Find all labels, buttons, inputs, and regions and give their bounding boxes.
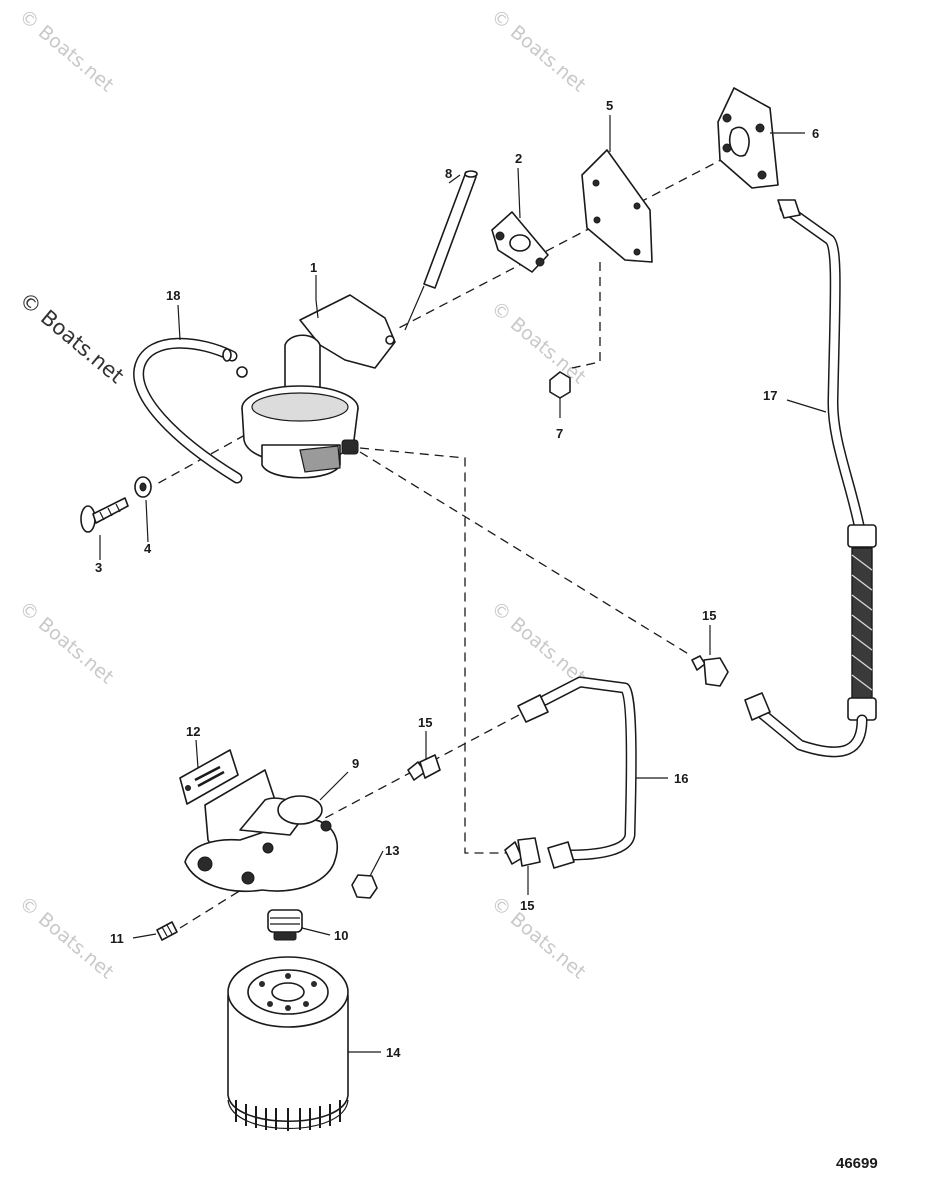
callout-14: 14 [386,1045,401,1060]
watermark: © Boats.net [15,892,118,983]
part-15-fitting-lower[interactable] [504,837,541,867]
callout-16: 16 [674,771,688,786]
callout-3: 3 [95,560,102,575]
part-6-gasket[interactable] [717,87,779,189]
callout-6: 6 [812,126,819,141]
watermark: © Boats.net [15,5,118,96]
part-5-plate[interactable] [581,149,653,263]
part-8-vent-tube[interactable] [404,170,478,331]
callout-11: 11 [110,931,124,946]
callout-18: 18 [166,288,180,303]
watermark-dark: © Boats.net [15,287,129,388]
part-12-tag[interactable] [179,749,239,805]
callout-2: 2 [515,151,522,166]
part-13-plug[interactable] [351,874,378,899]
callouts: 1 2 3 4 5 6 7 8 9 10 11 12 13 14 15 15 1… [95,98,819,1060]
watermark: © Boats.net [487,597,590,688]
drawing-number: 46699 [836,1155,878,1172]
watermark: © Boats.net [15,597,118,688]
callout-15-upper: 15 [702,608,716,623]
callout-15-middle: 15 [418,715,432,730]
part-4-washer[interactable] [134,476,152,498]
callout-7: 7 [556,426,563,441]
callout-17: 17 [763,388,777,403]
callout-5: 5 [606,98,613,113]
watermark: © Boats.net [487,892,590,983]
part-2-gasket[interactable] [491,211,549,273]
callout-12: 12 [186,724,200,739]
leader-lines [99,115,827,1053]
callout-10: 10 [334,928,348,943]
part-18-hose[interactable] [133,337,243,484]
part-14-fuel-filter[interactable] [227,956,349,1131]
part-16-fuel-line[interactable] [517,676,637,869]
watermark: © Boats.net [487,297,590,388]
callout-1: 1 [310,260,317,275]
part-15-fitting-middle[interactable] [407,754,441,781]
part-7-nut[interactable] [549,371,571,399]
part-9-filter-base[interactable] [184,769,338,893]
callout-15-lower: 15 [520,898,534,913]
callout-9: 9 [352,756,359,771]
callout-13: 13 [385,843,399,858]
part-3-bolt[interactable] [80,497,129,533]
callout-8: 8 [445,166,452,181]
watermark: © Boats.net [487,5,590,96]
part-10-adapter[interactable] [267,909,303,941]
part-11-plug[interactable] [156,921,178,941]
part-1-fuel-pump[interactable] [236,294,396,479]
callout-4: 4 [144,541,152,556]
assembly-lines [154,149,741,929]
part-17-fuel-line[interactable] [744,199,877,758]
part-15-fitting-upper[interactable] [691,655,729,687]
